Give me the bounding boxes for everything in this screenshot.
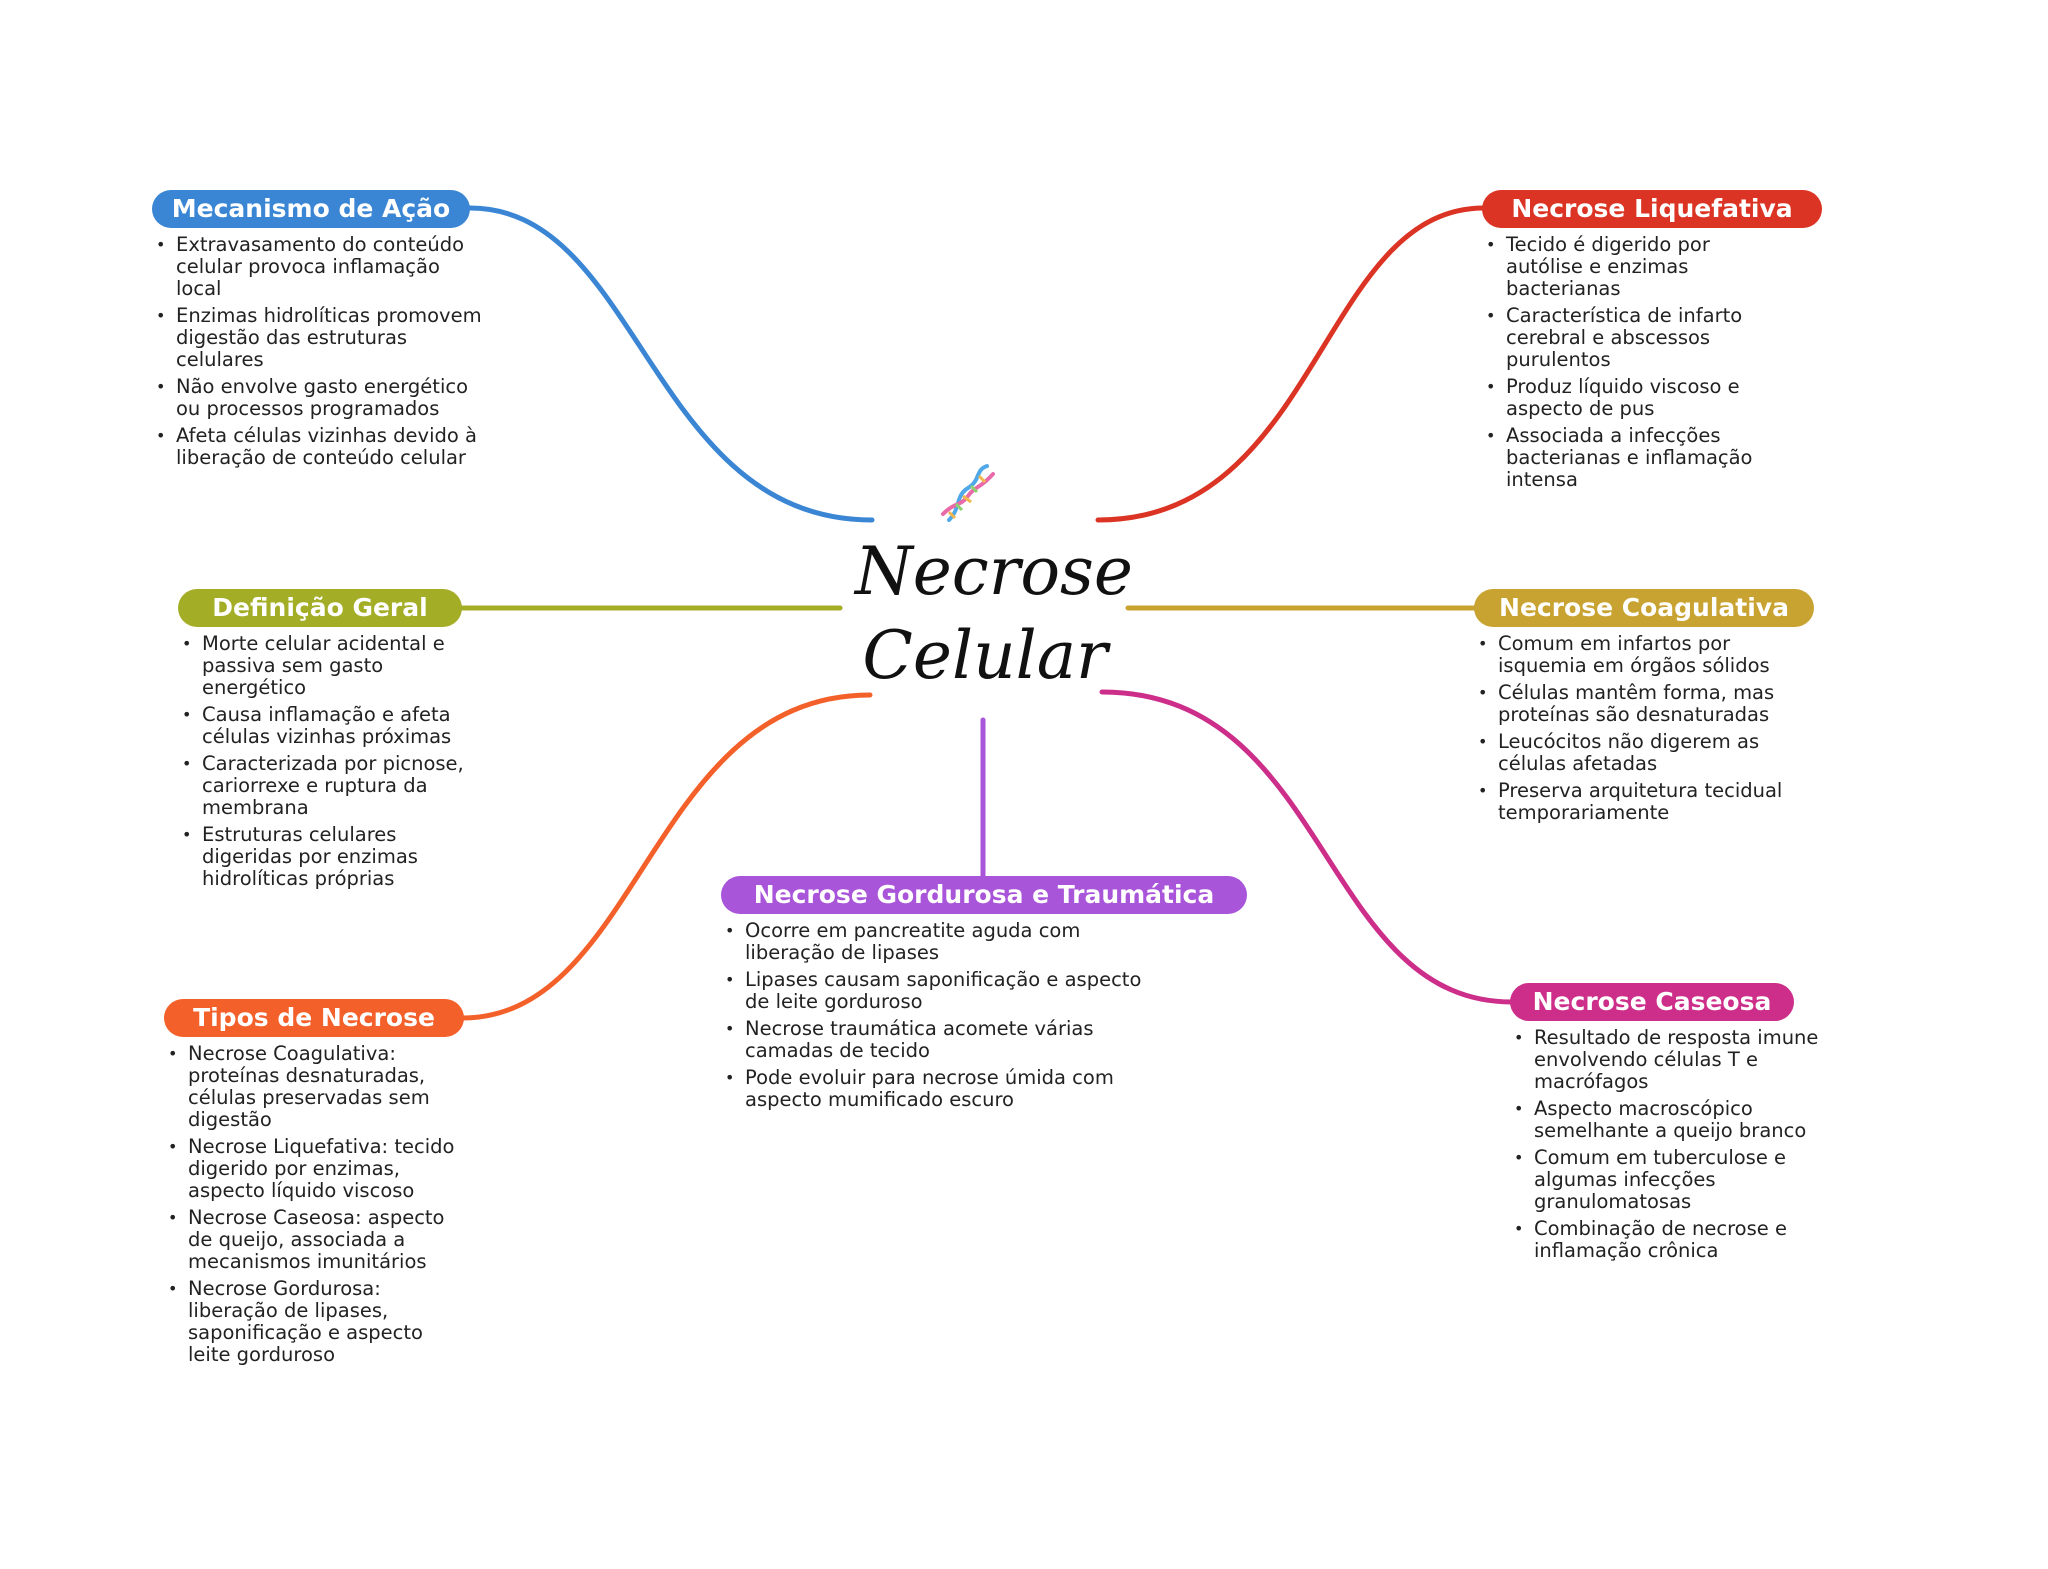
central-topic-line-1: Necrose [855, 533, 1133, 610]
branch-title-pill[interactable]: Necrose Gordurosa e Traumática [721, 876, 1247, 914]
bullet-list: Necrose Coagulativa: proteínas desnatura… [164, 1043, 464, 1366]
list-item: Resultado de resposta imune envolvendo c… [1510, 1027, 1820, 1093]
branch-mecanismo: Mecanismo de Ação Extravasamento do cont… [152, 190, 482, 474]
branch-gordurosa: Necrose Gordurosa e Traumática Ocorre em… [721, 876, 1247, 1116]
dna-icon [941, 464, 995, 522]
list-item: Combinação de necrose e inflamação crôni… [1510, 1218, 1820, 1262]
branch-title-pill[interactable]: Necrose Coagulativa [1474, 589, 1814, 627]
connector-liquefativa [1095, 205, 1487, 523]
list-item: Estruturas celulares digeridas por enzim… [178, 824, 488, 890]
list-item: Produz líquido viscoso e aspecto de pus [1482, 376, 1782, 420]
list-item: Células mantêm forma, mas proteínas são … [1474, 682, 1809, 726]
branch-title: Tipos de Necrose [193, 1003, 435, 1032]
branch-liquefativa: Necrose Liquefativa Tecido é digerido po… [1482, 190, 1822, 496]
branch-coagulativa: Necrose Coagulativa Comum em infartos po… [1474, 589, 1814, 829]
bullet-list: Resultado de resposta imune envolvendo c… [1510, 1027, 1820, 1262]
list-item: Causa inflamação e afeta células vizinha… [178, 704, 488, 748]
branch-title: Mecanismo de Ação [171, 194, 451, 223]
list-item: Característica de infarto cerebral e abs… [1482, 305, 1782, 371]
bullet-list: Tecido é digerido por autólise e enzimas… [1482, 234, 1782, 491]
branch-caseosa: Necrose Caseosa Resultado de resposta im… [1510, 983, 1830, 1267]
connector-caseosa [1099, 689, 1515, 1005]
list-item: Não envolve gasto energético ou processo… [152, 376, 482, 420]
list-item: Lipases causam saponificação e aspecto d… [721, 969, 1171, 1013]
branch-title: Definição Geral [212, 593, 428, 622]
branch-definicao: Definição Geral Morte celular acidental … [178, 589, 488, 895]
branch-title-pill[interactable]: Definição Geral [178, 589, 462, 627]
branch-title: Necrose Gordurosa e Traumática [753, 880, 1215, 909]
list-item: Necrose Caseosa: aspecto de queijo, asso… [164, 1207, 464, 1273]
list-item: Ocorre em pancreatite aguda com liberaçã… [721, 920, 1171, 964]
branch-title-pill[interactable]: Necrose Caseosa [1510, 983, 1794, 1021]
list-item: Necrose Coagulativa: proteínas desnatura… [164, 1043, 464, 1131]
list-item: Associada a infecções bacterianas e infl… [1482, 425, 1782, 491]
branch-title-pill[interactable]: Mecanismo de Ação [152, 190, 470, 228]
bullet-list: Ocorre em pancreatite aguda com liberaçã… [721, 920, 1171, 1111]
list-item: Necrose Gordurosa: liberação de lipases,… [164, 1278, 464, 1366]
list-item: Enzimas hidrolíticas promovem digestão d… [152, 305, 482, 371]
connector-tipos [459, 692, 873, 1021]
bullet-list: Morte celular acidental e passiva sem ga… [178, 633, 488, 890]
branch-title: Necrose Coagulativa [1499, 593, 1789, 622]
list-item: Afeta células vizinhas devido à liberaçã… [152, 425, 482, 469]
bullet-list: Extravasamento do conteúdo celular provo… [152, 234, 482, 469]
list-item: Extravasamento do conteúdo celular provo… [152, 234, 482, 300]
branch-title-pill[interactable]: Tipos de Necrose [164, 999, 464, 1037]
branch-title-pill[interactable]: Necrose Liquefativa [1482, 190, 1822, 228]
central-topic-line-2: Celular [862, 617, 1108, 694]
list-item: Necrose Liquefativa: tecido digerido por… [164, 1136, 464, 1202]
connector-mecanismo [467, 205, 875, 523]
bullet-list: Comum em infartos por isquemia em órgãos… [1474, 633, 1809, 824]
list-item: Morte celular acidental e passiva sem ga… [178, 633, 488, 699]
list-item: Preserva arquitetura tecidual temporaria… [1474, 780, 1809, 824]
list-item: Leucócitos não digerem as células afetad… [1474, 731, 1809, 775]
branch-tipos: Tipos de Necrose Necrose Coagulativa: pr… [164, 999, 464, 1371]
list-item: Comum em infartos por isquemia em órgãos… [1474, 633, 1809, 677]
central-topic: Necrose Celular [855, 530, 1133, 698]
list-item: Caracterizada por picnose, cariorrexe e … [178, 753, 488, 819]
list-item: Necrose traumática acomete várias camada… [721, 1018, 1171, 1062]
list-item: Tecido é digerido por autólise e enzimas… [1482, 234, 1782, 300]
list-item: Aspecto macroscópico semelhante a queijo… [1510, 1098, 1820, 1142]
branch-title: Necrose Liquefativa [1511, 194, 1793, 223]
list-item: Pode evoluir para necrose úmida com aspe… [721, 1067, 1171, 1111]
list-item: Comum em tuberculose e algumas infecções… [1510, 1147, 1820, 1213]
branch-title: Necrose Caseosa [1532, 987, 1772, 1016]
